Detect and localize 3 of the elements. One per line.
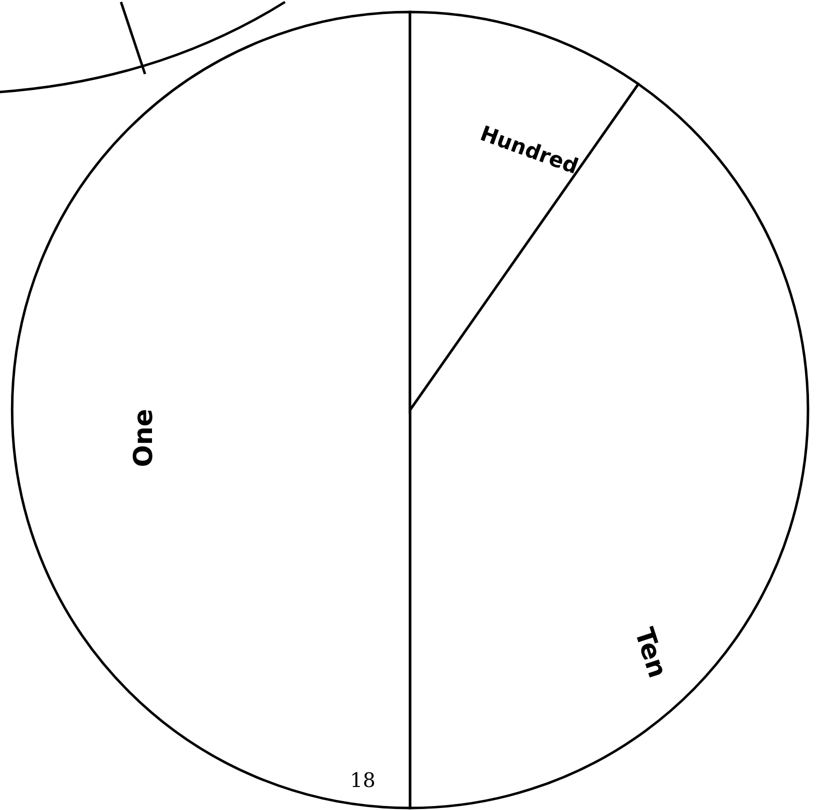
sector-label: One [131, 408, 158, 468]
sector-label: Ten [630, 625, 670, 681]
page-number: 18 [350, 770, 376, 790]
